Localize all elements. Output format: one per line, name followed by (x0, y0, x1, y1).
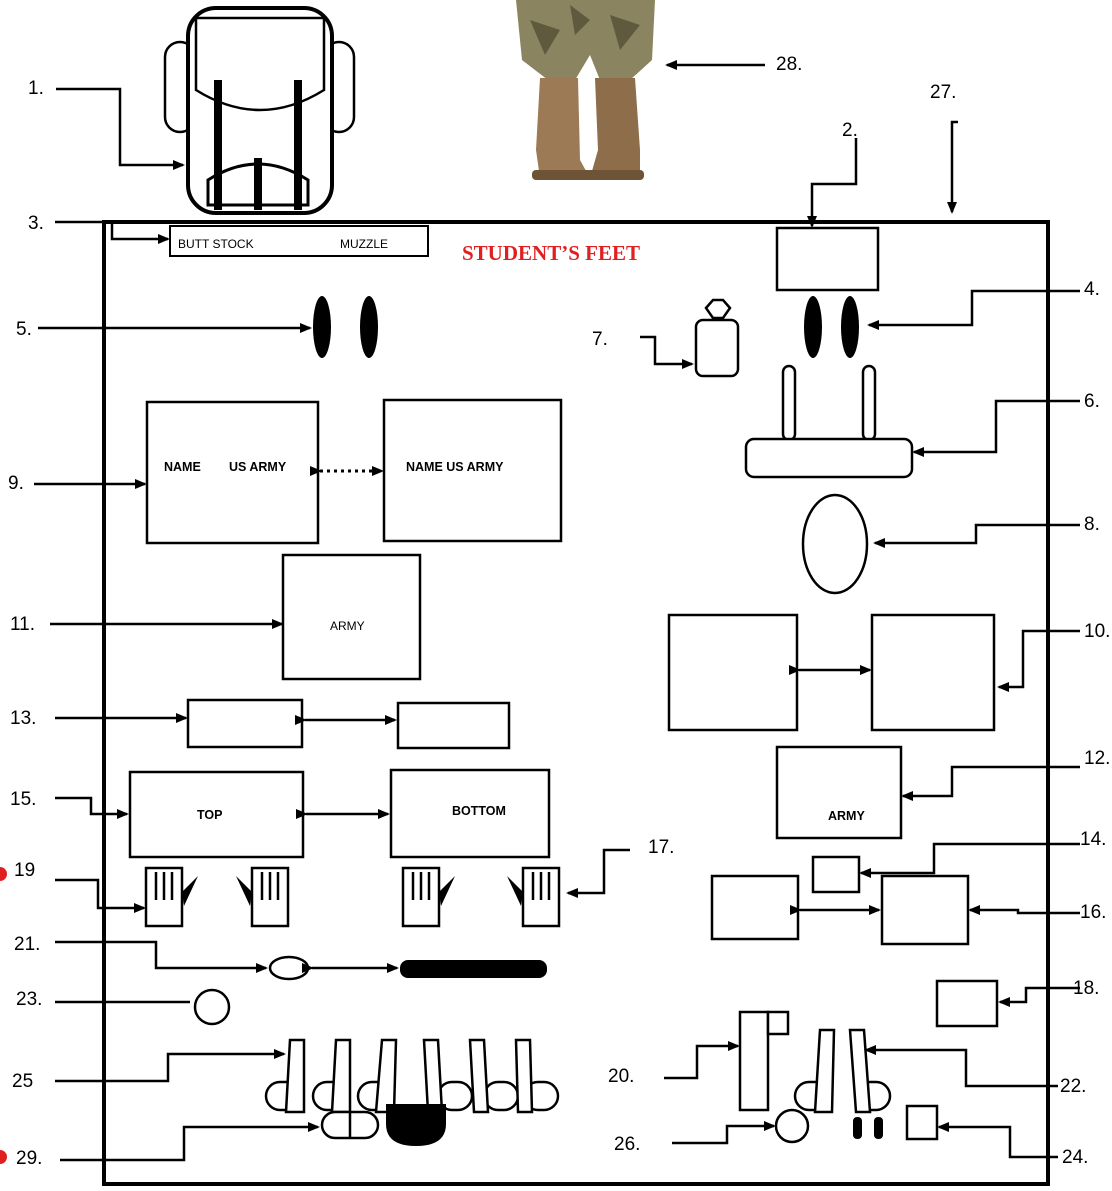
label-12: 12. (1084, 748, 1110, 769)
item-23-circle (195, 990, 229, 1024)
label-28: 28. (776, 54, 802, 75)
item-21-bar (400, 960, 547, 978)
item-10-box-right (872, 615, 994, 730)
socks-icons (266, 1040, 558, 1112)
red-marker-19 (0, 867, 7, 881)
label-29: 29. (16, 1148, 42, 1169)
label-26: 26. (614, 1134, 640, 1155)
item-5-oval-left (313, 296, 331, 358)
label-3: 3. (28, 213, 44, 234)
label-19: 19 (14, 860, 35, 881)
item-21-oval (270, 957, 308, 979)
rucksack-icon (165, 8, 354, 213)
soldier-feet-photo (516, 0, 655, 180)
muzzle-label: MUZZLE (340, 237, 388, 251)
label-22: 22. (1060, 1076, 1086, 1097)
label-4: 4. (1084, 279, 1100, 300)
item-4-oval-left (804, 296, 822, 358)
item-11-box (283, 555, 420, 679)
label-10: 10. (1084, 621, 1110, 642)
item-13-box-right (398, 703, 509, 748)
item-16-box-left (712, 876, 798, 939)
label-2: 2. (842, 120, 858, 141)
name-left-label: NAME (164, 460, 201, 474)
label-23: 23. (16, 989, 42, 1010)
label-7: 7. (592, 329, 608, 350)
top-label: TOP (197, 808, 222, 822)
item-8-oval (803, 495, 867, 593)
label-9: 9. (8, 473, 24, 494)
label-1: 1. (28, 78, 44, 99)
label-24: 24. (1062, 1147, 1088, 1168)
army-11-label: ARMY (330, 619, 365, 633)
label-17: 17. (648, 837, 674, 858)
item-26-circle (776, 1110, 808, 1142)
red-marker-29 (0, 1150, 7, 1164)
usarmy-left-label: US ARMY (229, 460, 287, 474)
butt-stock-label: BUTT STOCK (178, 237, 254, 251)
canteen-icon (696, 300, 738, 376)
bottom-label: BOTTOM (452, 804, 506, 818)
army-12-label: ARMY (828, 809, 865, 823)
item-24-pill-right (874, 1117, 883, 1139)
item-10-box-left (669, 615, 797, 730)
label-18: 18. (1073, 978, 1099, 999)
name-usarmy-right-label: NAME US ARMY (406, 460, 504, 474)
label-13: 13. (10, 708, 36, 729)
item-5-oval-right (360, 296, 378, 358)
item-24-pill-left (853, 1117, 862, 1139)
label-11: 11. (10, 614, 35, 635)
gloves-icons (146, 868, 559, 926)
item-14-box (813, 857, 859, 892)
item-6-icon (746, 366, 912, 477)
label-8: 8. (1084, 514, 1100, 535)
item-20-icon (740, 1012, 788, 1110)
label-14: 14. (1080, 829, 1106, 850)
label-27: 27. (930, 82, 956, 103)
label-20: 20. (608, 1066, 634, 1087)
item-18-box (937, 981, 997, 1026)
item-24-box (907, 1106, 937, 1139)
item-4-oval-right (841, 296, 859, 358)
item-22-socks (795, 1030, 890, 1112)
diagram-title: STUDENT’S FEET (462, 241, 640, 265)
item-13-box-left (188, 700, 302, 747)
label-21: 21. (14, 934, 40, 955)
label-15: 15. (10, 789, 36, 810)
label-16: 16. (1080, 902, 1106, 923)
label-25: 25 (12, 1071, 33, 1092)
item-2-box (777, 228, 878, 290)
item-12-box (777, 747, 901, 838)
label-5: 5. (16, 319, 32, 340)
label-6: 6. (1084, 391, 1100, 412)
item-16-box-right (882, 876, 968, 944)
